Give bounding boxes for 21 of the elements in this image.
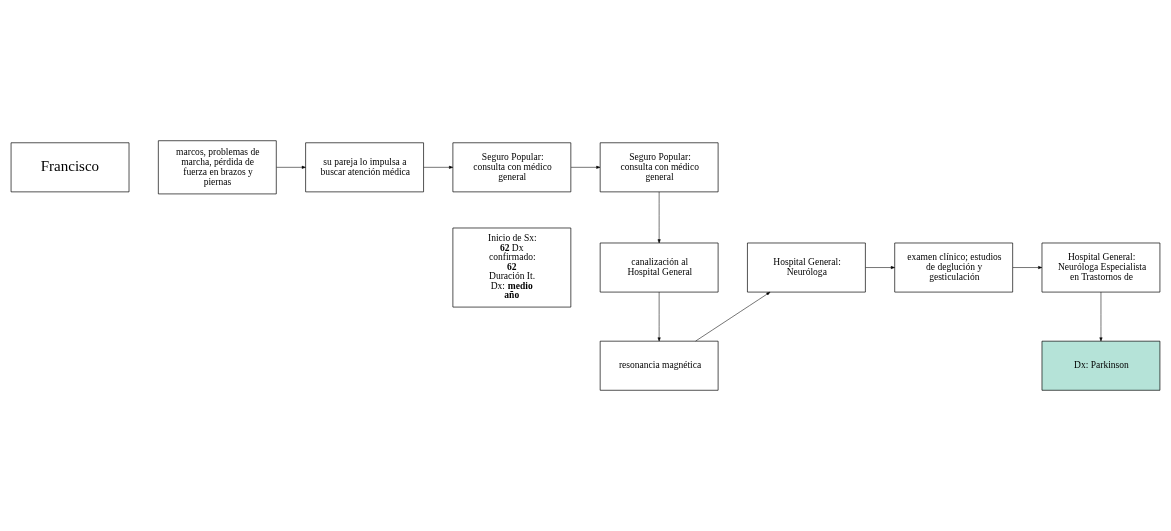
node-box: Inicio de Sx: 62 Dx confirmado: 62 Duración It. Dx: medio año xyxy=(452,227,572,308)
arrow xyxy=(276,165,306,169)
arrow xyxy=(695,291,771,342)
node-box: examen clínico; estudios de deglución y gesticulación xyxy=(894,242,1013,293)
node-box: canalización al Hospital General xyxy=(599,242,719,293)
node-box: Seguro Popular: consulta con médico general xyxy=(599,142,719,193)
arrow xyxy=(570,165,601,169)
arrow xyxy=(423,165,453,169)
node-box: resonancia magnética xyxy=(599,340,719,391)
arrow xyxy=(657,191,661,244)
arrow xyxy=(865,266,895,269)
node-box: Seguro Popular: consulta con médico general xyxy=(452,142,572,193)
arrow xyxy=(1099,291,1103,342)
node-box: Francisco xyxy=(10,142,130,193)
node-box: Hospital General: Neuróloga Especialista en Trastornos de xyxy=(1041,242,1161,293)
arrow xyxy=(657,291,661,342)
node-box: marcos, problemas de marcha, pérdida de fuerza en brazos y piernas xyxy=(158,140,277,195)
node-box: Hospital General: Neuróloga xyxy=(747,242,866,293)
node-box: Dx: Parkinson xyxy=(1041,340,1161,391)
node-box: su pareja lo impulsa a buscar atención médica xyxy=(305,142,424,193)
arrow xyxy=(1012,266,1043,269)
